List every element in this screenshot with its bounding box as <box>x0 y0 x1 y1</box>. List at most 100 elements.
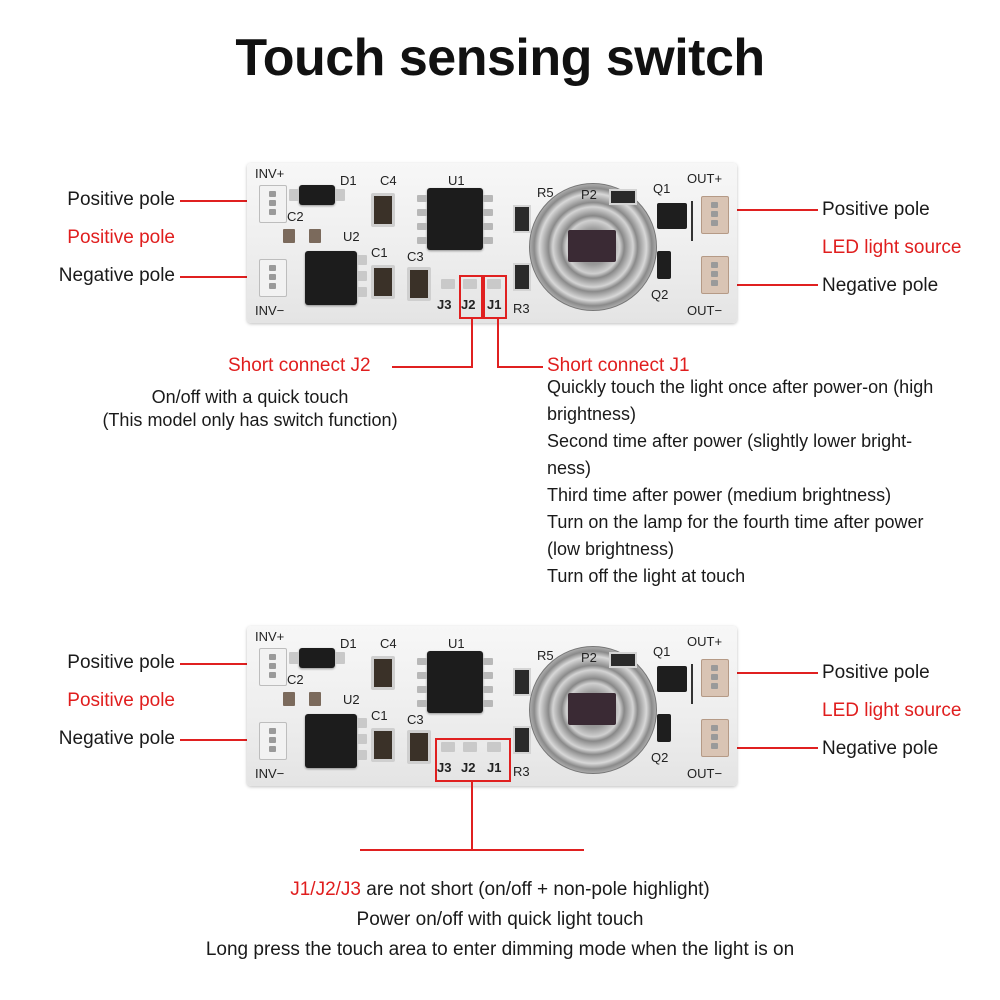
pad <box>357 287 367 297</box>
silk-c1: C1 <box>371 708 388 723</box>
j1-desc-2: brightness) <box>547 404 637 424</box>
out-minus-connector <box>701 256 729 294</box>
inv-minus-connector <box>259 259 287 297</box>
bottom-note-line-2: Power on/off with quick light touch <box>356 909 644 930</box>
j1-desc-3: Second time after power (slightly lower … <box>547 431 913 451</box>
top-leader-out-minus <box>732 284 818 286</box>
silk-trace <box>691 664 693 704</box>
resistor-r5 <box>513 205 531 233</box>
touch-spring-coil <box>529 646 657 774</box>
resistor-r3 <box>513 726 531 754</box>
pcb-board-top: INV+ INV− OUT+ OUT− D1 C4 U1 C2 U2 C1 C3… <box>247 163 737 323</box>
bottom-label-led-source: LED light source <box>822 700 962 721</box>
jumper-pad-j3 <box>441 279 455 289</box>
silk-inv-plus: INV+ <box>255 629 285 644</box>
top-label-positive-red: Positive pole <box>67 227 175 248</box>
inv-plus-connector <box>259 648 287 686</box>
silk-j1: J1 <box>487 760 502 775</box>
silk-u2: U2 <box>343 692 360 707</box>
bottom-note-line-1: J1/J2/J3 are not short (on/off + non-pol… <box>0 879 1000 901</box>
silk-j1: J1 <box>487 297 502 312</box>
j1-title: Short connect J1 <box>547 355 690 376</box>
regulator-u2 <box>305 714 357 768</box>
pad <box>283 229 295 243</box>
silk-c3: C3 <box>407 712 424 727</box>
silk-out-minus: OUT− <box>687 303 723 318</box>
j1-desc-5: Third time after power (medium brightnes… <box>547 485 892 505</box>
pad <box>309 692 321 706</box>
silk-u1: U1 <box>448 636 465 651</box>
pad <box>335 652 345 664</box>
transistor-q2 <box>657 714 671 742</box>
silk-r5: R5 <box>537 185 554 200</box>
j1-desc-4: ness) <box>547 458 592 478</box>
pad <box>309 229 321 243</box>
top-leader-out-plus <box>732 209 818 211</box>
capacitor-c3 <box>407 267 431 301</box>
jumper-pad-j1 <box>487 742 501 752</box>
silk-q2: Q2 <box>651 287 669 302</box>
silk-r3: R3 <box>513 764 530 779</box>
jumper-names: J1/J2/J3 <box>290 879 361 900</box>
bottom-leader-inv-plus <box>180 663 258 665</box>
silk-u1: U1 <box>448 173 465 188</box>
page-title: Touch sensing switch <box>235 29 765 87</box>
bottom-leader-out-minus <box>732 747 818 749</box>
bottom-label-inv-positive: Positive pole <box>67 652 175 673</box>
bottom-leader-out-plus <box>732 672 818 674</box>
j2-desc-2: (This model only has switch function) <box>102 410 398 430</box>
silk-q2: Q2 <box>651 750 669 765</box>
j1-highlight-box <box>483 275 507 319</box>
out-plus-connector <box>701 196 729 234</box>
silk-inv-minus: INV− <box>255 766 285 781</box>
bottom-leader-inv-minus <box>180 739 258 741</box>
silk-c3: C3 <box>407 249 424 264</box>
pad <box>357 255 367 265</box>
j1-j2-j3-highlight-box <box>435 738 511 782</box>
diode-d1 <box>299 185 335 205</box>
pad <box>335 189 345 201</box>
diode-d1 <box>299 648 335 668</box>
bottom-note-line-3: Long press the touch area to enter dimmi… <box>205 939 795 960</box>
silk-out-minus: OUT− <box>687 766 723 781</box>
pad <box>357 718 367 728</box>
transistor-q1 <box>657 666 687 692</box>
silk-inv-plus: INV+ <box>255 166 285 181</box>
chip-u1 <box>427 651 483 713</box>
silk-c2: C2 <box>287 672 304 687</box>
coil-core <box>568 230 616 262</box>
top-label-out-positive: Positive pole <box>822 199 930 220</box>
jumper-pad-j2 <box>463 279 477 289</box>
silk-c4: C4 <box>380 173 397 188</box>
silk-j2: J2 <box>461 297 476 312</box>
jumper-pad-j1 <box>487 279 501 289</box>
j2-desc-1: On/off with a quick touch <box>151 387 349 407</box>
pad <box>357 271 367 281</box>
silk-r5: R5 <box>537 648 554 663</box>
silk-d1: D1 <box>340 636 357 651</box>
j2-leader-horizontal <box>392 366 473 368</box>
regulator-u2 <box>305 251 357 305</box>
pad <box>357 750 367 760</box>
j1-desc-1: Quickly touch the light once after power… <box>547 377 934 397</box>
silk-u2: U2 <box>343 229 360 244</box>
bottom-label-out-positive: Positive pole <box>822 662 930 683</box>
j2-leader-vertical <box>471 317 473 367</box>
pad <box>289 189 299 201</box>
silk-j3: J3 <box>437 760 452 775</box>
jumper-pad-j3 <box>441 742 455 752</box>
silk-q1: Q1 <box>653 644 671 659</box>
capacitor-c1 <box>371 265 395 299</box>
capacitor-c4 <box>371 193 395 227</box>
silk-j3: J3 <box>437 297 452 312</box>
j1-leader-horizontal <box>497 366 543 368</box>
out-plus-connector <box>701 659 729 697</box>
coil-core <box>568 693 616 725</box>
j1-desc-7: (low brightness) <box>547 539 675 559</box>
top-label-inv-positive: Positive pole <box>67 189 175 210</box>
inv-minus-connector <box>259 722 287 760</box>
jumper-leader-horizontal <box>360 849 584 851</box>
transistor-q2 <box>657 251 671 279</box>
bottom-label-out-negative: Negative pole <box>822 738 939 759</box>
pad <box>357 734 367 744</box>
